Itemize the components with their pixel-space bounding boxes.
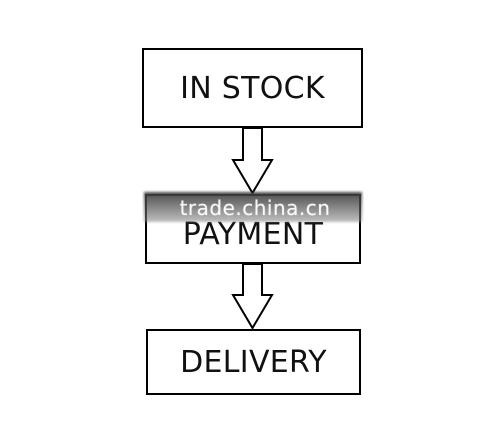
step-delivery-box: DELIVERY — [146, 329, 361, 395]
step-in-stock-label: IN STOCK — [180, 70, 325, 106]
step-delivery-label: DELIVERY — [180, 344, 327, 380]
arrow-stock-to-payment-icon — [231, 127, 274, 195]
step-payment-label: PAYMENT — [182, 216, 324, 252]
step-in-stock-box: IN STOCK — [142, 48, 363, 128]
watermark-band — [144, 192, 362, 222]
arrow-payment-to-delivery-icon — [231, 263, 274, 330]
watermark-text: trade.china.cn — [179, 196, 331, 220]
